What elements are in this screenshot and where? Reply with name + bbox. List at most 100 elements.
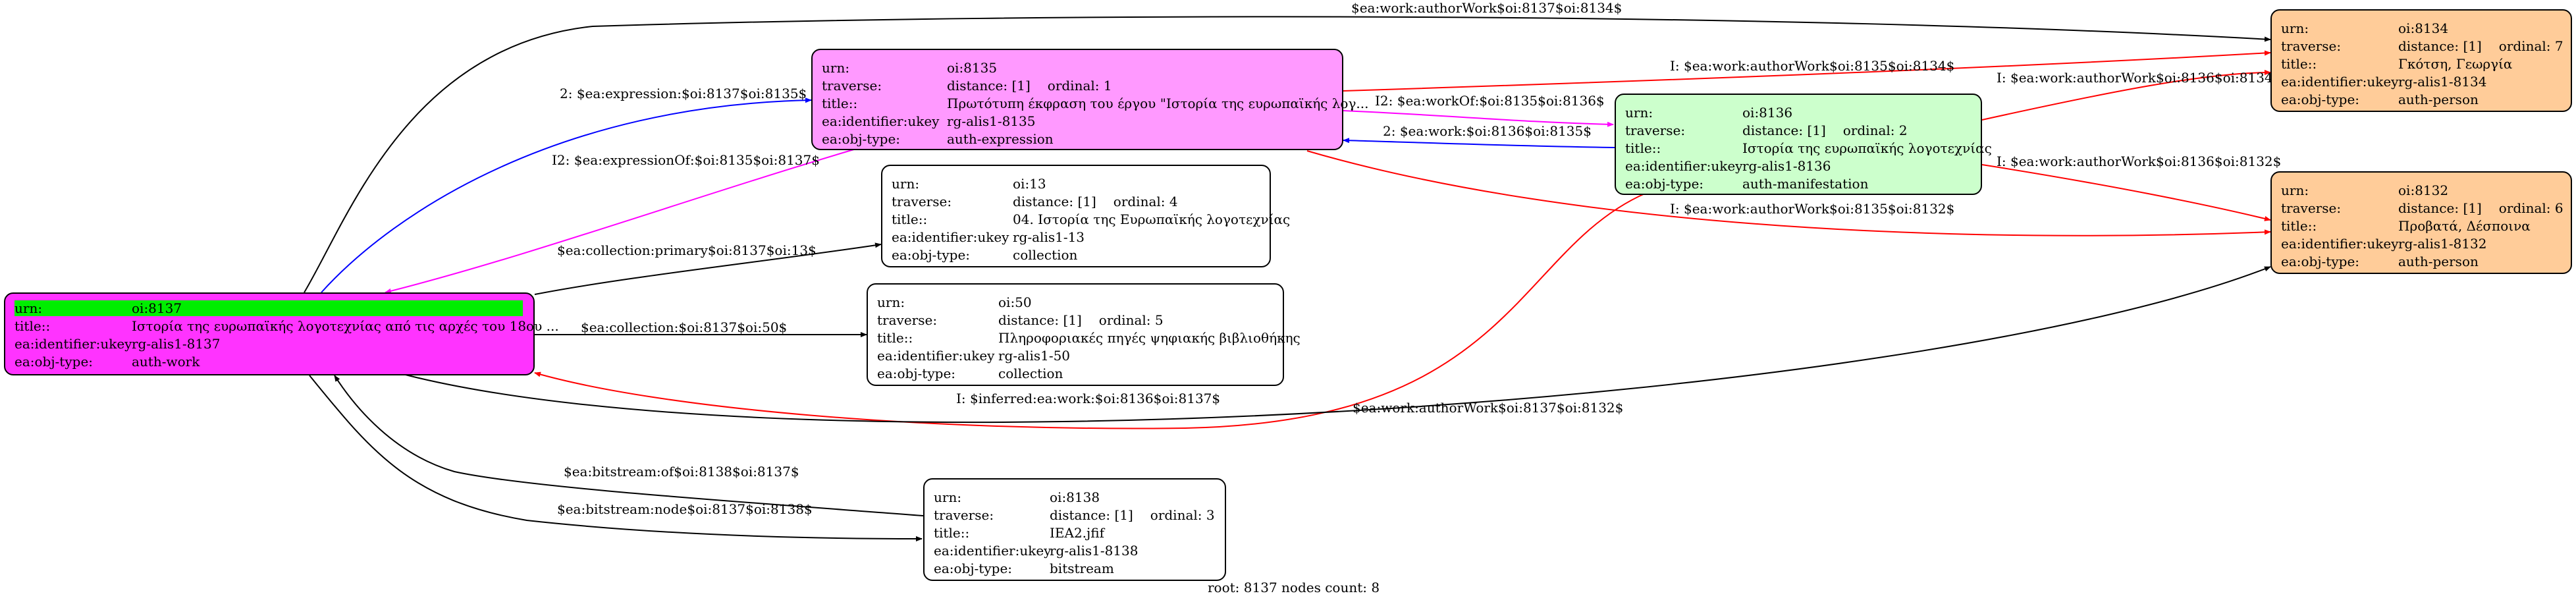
identifier-value: rg-alis1-8136 — [1742, 157, 1831, 174]
node-8134[interactable]: urn: oi:8134 traverse:distance: [1]ordina… — [2270, 9, 2572, 112]
node-8136[interactable]: urn:oi:8136 traverse:distance: [1]ordina… — [1615, 94, 1992, 195]
identifier-value: rg-alis1-8135 — [947, 113, 1036, 129]
ordinal-value: ordinal: 5 — [1098, 312, 1164, 328]
row-title: title::Πρωτότυπη έκφραση του έργου "Ιστο… — [822, 94, 1368, 112]
urn-key: urn: — [934, 489, 962, 505]
obj-type-value: bitstream — [1050, 560, 1114, 576]
title-value: Πληροφοριακές πηγές ψηφιακής βιβλιοθήκης — [998, 329, 1301, 346]
identifier-key: ea:identifier:ukey — [892, 229, 1009, 245]
traverse-key: traverse: — [934, 507, 994, 523]
row-identifier: ea:identifier:ukey rg-alis1-8135 — [822, 112, 1331, 130]
edge-8137-50: $ea:collection:$oi:8137$oi:50$ — [535, 319, 867, 337]
obj-type-value: auth-person — [2398, 253, 2479, 269]
edge-label: I: $ea:work:authorWork$oi:8136$oi:8132$ — [1997, 153, 2281, 169]
edge-label: 2: $ea:expression:$oi:8137$oi:8135$ — [560, 86, 807, 101]
edge-8137-8138: $ea:bitstream:node$oi:8137$oi:8138$ — [309, 375, 923, 541]
traverse-key: traverse: — [1625, 122, 1686, 138]
row-title: title::Ιστορία της ευρωπαϊκής λογοτεχνία… — [1625, 139, 1992, 157]
node-8132[interactable]: urn:oi:8132 traverse:distance: [1]ordina… — [2270, 171, 2572, 274]
urn-key: urn: — [2281, 182, 2309, 198]
obj-type-key: ea:obj-type: — [1625, 175, 1704, 192]
row-traverse: traverse:distance: [1]ordinal: 6 — [2281, 199, 2563, 217]
row-identifier: ea:identifier:ukey rg-alis1-8137 — [14, 335, 523, 352]
row-title: title:: Ιστορία της ευρωπαϊκής λογοτεχνί… — [14, 317, 559, 335]
identifier-value: rg-alis1-8132 — [2398, 235, 2487, 252]
urn-key: urn: — [2281, 20, 2309, 36]
edge-8135-8137: I2: $ea:expressionOf:$oi:8135$oi:8137$ — [385, 148, 857, 294]
obj-type-key: ea:obj-type: — [892, 246, 971, 263]
row-urn: urn: oi:8137 — [14, 299, 523, 317]
edge-label: I2: $ea:expressionOf:$oi:8135$oi:8137$ — [552, 152, 820, 168]
obj-type-key: ea:obj-type: — [14, 353, 94, 370]
row-title: title::Πληροφοριακές πηγές ψηφιακής βιβλ… — [877, 329, 1301, 346]
row-urn: urn:oi:50 — [877, 293, 1272, 311]
row-title: title::IEA2.jfif — [934, 524, 1214, 541]
row-urn: urn:oi:8132 — [2281, 181, 2560, 199]
row-title: title::Γκότση, Γεωργία — [2281, 55, 2560, 72]
obj-type-key: ea:obj-type: — [877, 365, 956, 381]
obj-type-key: ea:obj-type: — [2281, 253, 2360, 269]
row-obj-type: ea:obj-type: auth-work — [14, 352, 523, 370]
edge-label: I: $ea:work:authorWork$oi:8135$oi:8134$ — [1670, 58, 1954, 74]
urn-value: oi:8137 — [132, 300, 523, 316]
edge-label: I: $ea:work:authorWork$oi:8135$oi:8132$ — [1670, 201, 1954, 217]
node-13[interactable]: urn:oi:13 traverse:distance: [1]ordinal:… — [881, 165, 1290, 267]
edge-label: I2: $ea:workOf:$oi:8135$oi:8136$ — [1375, 93, 1605, 109]
edge-label: $ea:bitstream:node$oi:8137$oi:8138$ — [557, 501, 813, 517]
row-urn: urn: oi:8138 — [934, 488, 1214, 506]
edge-8135-8134: I: $ea:work:authorWork$oi:8135$oi:8134$ — [1343, 50, 2271, 92]
edge-8136-8135: 2: $ea:work:$oi:8136$oi:8135$ — [1343, 123, 1615, 148]
obj-type-value: collection — [998, 365, 1063, 381]
title-key: title:: — [822, 95, 858, 111]
obj-type-value: auth-manifestation — [1742, 175, 1869, 192]
row-traverse: traverse:distance: [1]ordinal: 1 — [822, 76, 1331, 94]
urn-value: oi:8134 — [2398, 20, 2449, 36]
row-urn: urn:oi:8136 — [1625, 103, 1970, 121]
row-traverse: traverse:distance: [1]ordinal: 7 — [2281, 37, 2563, 55]
urn-value: oi:13 — [1013, 175, 1046, 192]
edge-8136-8134: I: $ea:work:authorWork$oi:8136$oi:8134$ — [1981, 70, 2281, 121]
row-obj-type: ea:obj-type: auth-person — [2281, 252, 2560, 270]
obj-type-key: ea:obj-type: — [2281, 91, 2360, 107]
identifier-key: ea:identifier:ukey — [14, 335, 132, 352]
obj-type-value: collection — [1013, 246, 1078, 263]
node-8135[interactable]: urn:oi:8135 traverse:distance: [1]ordina… — [811, 49, 1368, 150]
node-50[interactable]: urn:oi:50 traverse:distance: [1]ordinal:… — [867, 283, 1301, 386]
title-key: title:: — [1625, 140, 1661, 156]
ordinal-value: ordinal: 4 — [1113, 193, 1178, 209]
row-obj-type: ea:obj-type:auth-expression — [822, 130, 1331, 148]
traverse-key: traverse: — [822, 77, 882, 94]
edge-label: I: $ea:work:authorWork$oi:8136$oi:8134$ — [1997, 70, 2281, 86]
row-obj-type: ea:obj-type: collection — [877, 364, 1272, 382]
urn-key: urn: — [877, 294, 905, 310]
urn-key: urn: — [822, 59, 850, 76]
traverse-key: traverse: — [892, 193, 952, 209]
node-root-8137[interactable]: urn: oi:8137 title:: Ιστορία της ευρωπαϊ… — [4, 292, 559, 375]
title-key: title:: — [934, 524, 970, 541]
row-obj-type: ea:obj-type:auth-person — [2281, 90, 2560, 108]
urn-value: oi:8138 — [1050, 489, 1100, 505]
edge-8136-8137: I: $inferred:ea:work:$oi:8136$oi:8137$ — [534, 192, 1647, 429]
traverse-key: traverse: — [2281, 38, 2342, 54]
ordinal-value: ordinal: 6 — [2498, 200, 2563, 216]
identifier-key: ea:identifier:ukey — [822, 113, 940, 129]
row-obj-type: ea:obj-type: collection — [892, 246, 1259, 263]
node-8138[interactable]: urn:oi:8138 traverse:distance: [1]ordina… — [923, 478, 1226, 581]
obj-type-value: auth-work — [132, 353, 200, 370]
identifier-key: ea:identifier:ukey — [2281, 73, 2399, 90]
identifier-value: rg-alis1-8137 — [132, 335, 221, 352]
title-value: Ιστορία της ευρωπαϊκής λογοτεχνίας — [1742, 140, 1992, 156]
distance-value: distance: [1] — [2398, 200, 2482, 216]
ordinal-value: ordinal: 3 — [1150, 507, 1215, 523]
identifier-value: rg-alis1-13 — [1013, 229, 1085, 245]
row-traverse: traverse:distance: [1]ordinal: 5 — [877, 311, 1272, 329]
urn-value: oi:8136 — [1742, 104, 1793, 121]
title-key: title:: — [2281, 217, 2317, 234]
title-value: 04. Ιστορία της Ευρωπαϊκής λογοτεχνίας — [1013, 211, 1291, 227]
